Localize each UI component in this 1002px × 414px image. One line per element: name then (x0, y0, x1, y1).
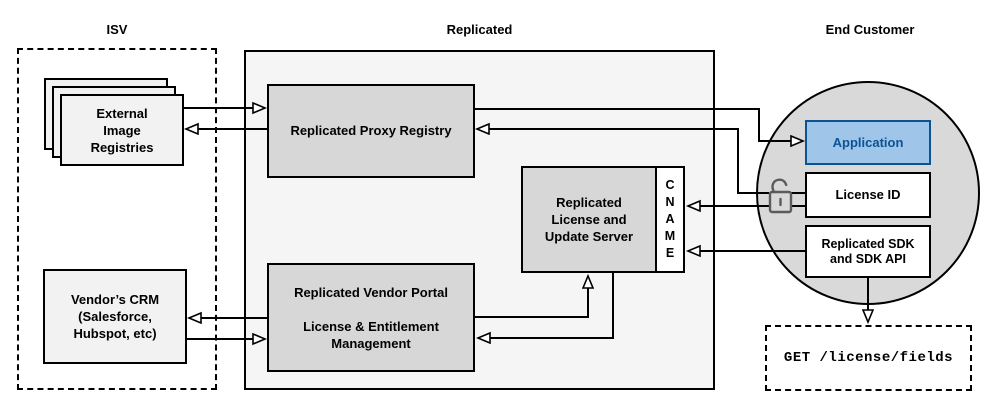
get-license-fields-node: GET /license/fields (765, 325, 972, 391)
vendor-portal-node: Replicated Vendor Portal License & Entit… (267, 263, 475, 372)
application-node: Application (805, 120, 931, 165)
license-id-node: License ID (805, 172, 931, 218)
replicated-proxy-registry-node: Replicated Proxy Registry (267, 84, 475, 178)
isv-section-label: ISV (106, 22, 128, 37)
license-update-server-node: Replicated License and Update Server (521, 166, 657, 273)
external-image-registries-node: External Image Registries (60, 94, 184, 166)
cname-node: C N A M E (655, 166, 685, 273)
replicated-sdk-node: Replicated SDK and SDK API (805, 225, 931, 278)
end-customer-section-label: End Customer (825, 22, 915, 37)
isv-dashed-boundary (17, 48, 217, 390)
replicated-section-label: Replicated (446, 22, 513, 37)
vendors-crm-node: Vendor’s CRM (Salesforce, Hubspot, etc) (43, 269, 187, 364)
